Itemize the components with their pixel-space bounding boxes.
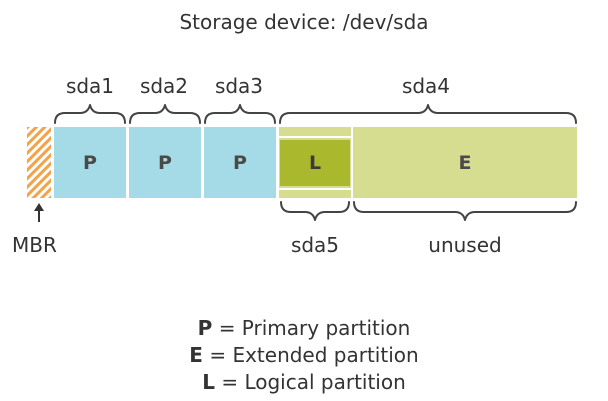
logical-partition-sda5: L	[280, 140, 350, 186]
diagram-title: Storage device: /dev/sda	[179, 10, 429, 34]
partition-block-sda2: P	[129, 127, 201, 198]
legend-primary: P = Primary partition	[0, 316, 608, 340]
partition-label-sda3: sda3	[214, 74, 264, 98]
partition-label-sda1: sda1	[65, 74, 115, 98]
partition-label-sda4: sda4	[401, 74, 451, 98]
unused-label: unused	[428, 233, 502, 257]
partition-label-sda5: sda5	[290, 233, 340, 257]
legend-text-primary: = Primary partition	[218, 316, 411, 340]
extended-separator-vertical	[351, 127, 353, 198]
legend-text-logical: = Logical partition	[221, 370, 406, 394]
mbr-label: MBR	[12, 233, 57, 257]
brace-sda3	[204, 104, 276, 124]
legend-key-primary: P	[197, 316, 213, 340]
brace-unused	[353, 201, 577, 221]
mbr-block	[27, 127, 51, 198]
brace-sda4	[279, 104, 577, 124]
partition-block-sda1: P	[54, 127, 126, 198]
extended-separator-bottom	[279, 188, 352, 190]
legend-extended: E = Extended partition	[0, 343, 608, 367]
brace-sda2	[129, 104, 201, 124]
partition-label-sda2: sda2	[139, 74, 189, 98]
extended-letter: E	[458, 151, 472, 174]
partition-block-sda3: P	[204, 127, 276, 198]
legend-key-logical: L	[202, 370, 215, 394]
mbr-arrow	[34, 203, 44, 222]
legend-logical: L = Logical partition	[0, 370, 608, 394]
brace-sda1	[54, 104, 126, 124]
brace-sda5	[280, 201, 350, 221]
legend-key-extended: E	[189, 343, 203, 367]
legend-text-extended: = Extended partition	[209, 343, 419, 367]
extended-separator-top	[279, 136, 352, 138]
